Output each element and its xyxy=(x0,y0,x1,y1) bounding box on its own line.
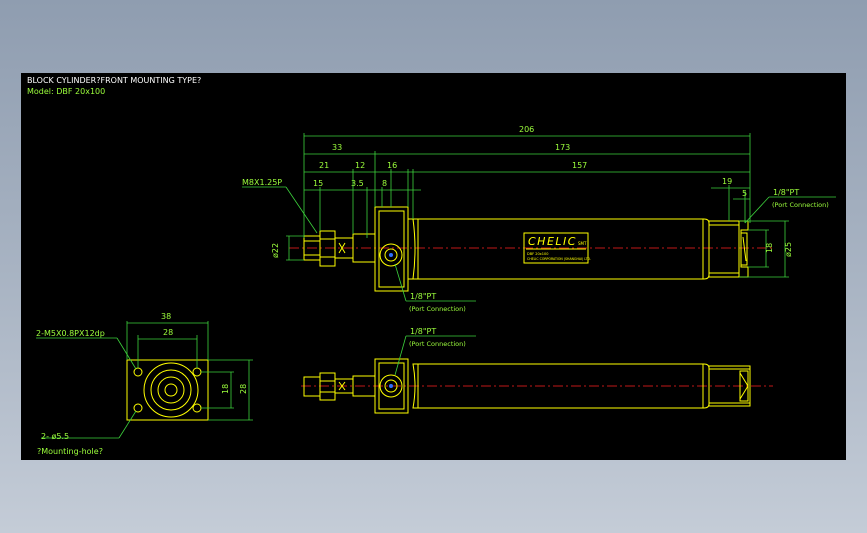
dim-21: 21 xyxy=(319,161,329,170)
port-callout-right-sub: (Port Connection) xyxy=(772,201,829,209)
dim-173: 173 xyxy=(555,143,570,152)
dim-206: 206 xyxy=(519,125,534,134)
cad-canvas[interactable]: BLOCK CYLINDER?FRONT MOUNTING TYPE? Mode… xyxy=(21,73,846,460)
rear-cap xyxy=(708,220,740,278)
front-block xyxy=(374,206,409,292)
drawing-svg: BLOCK CYLINDER?FRONT MOUNTING TYPE? Mode… xyxy=(27,76,836,456)
brand-name: CHELIC xyxy=(528,235,577,248)
cylinder-tube xyxy=(412,218,710,280)
port-callout-right: 1/8"PT xyxy=(773,188,799,197)
dim-3-5: 3.5 xyxy=(351,179,364,188)
port-callout-mid-sub: (Port Connection) xyxy=(409,305,466,313)
bottom-view: 1/8"PT (Port Connection) xyxy=(301,327,773,414)
dim-12: 12 xyxy=(355,161,365,170)
port-callout-bottom: 1/8"PT xyxy=(410,327,436,336)
brand-small: SMT xyxy=(578,241,587,246)
label-line1: DBF 20x100 xyxy=(527,252,548,256)
dim-5: 5 xyxy=(742,189,747,198)
tap-holes-callout: 2-M5X0.8PX12dp xyxy=(36,329,105,338)
dim-phi22: ø22 xyxy=(271,243,280,258)
top-dimensions: 206 33 173 21 12 16 157 15 3.5 8 xyxy=(242,125,836,313)
dim-8: 8 xyxy=(382,179,387,188)
dim-28-end: 28 xyxy=(239,384,248,394)
dim-18-end: 18 xyxy=(221,384,230,394)
port-bottom-view xyxy=(379,374,403,398)
port-top-view xyxy=(379,243,403,267)
thread-callout: M8X1.25P xyxy=(242,178,282,187)
dim-157: 157 xyxy=(572,161,587,170)
brand-label: CHELIC SMT DBF 20x100 CHELIC CORPORATION… xyxy=(523,232,591,264)
mount-hole-br xyxy=(192,403,202,413)
label-line2: CHELIC CORPORATION (SHANGHAI) LTD. xyxy=(527,257,591,261)
mount-holes-callout: 2- ø5.5 xyxy=(41,432,69,441)
drawing-title: BLOCK CYLINDER?FRONT MOUNTING TYPE? xyxy=(27,76,201,85)
dim-18-right: 18 xyxy=(765,243,774,253)
dim-19: 19 xyxy=(722,177,732,186)
mount-hole-bl xyxy=(133,403,143,413)
dim-15: 15 xyxy=(313,179,323,188)
dim-38: 38 xyxy=(161,312,171,321)
hex-nut xyxy=(319,230,336,267)
mount-hole-tr xyxy=(192,367,202,377)
front-block-bottom xyxy=(374,358,409,414)
mount-holes-callout-sub: ?Mounting-hole? xyxy=(37,447,103,456)
port-callout-mid: 1/8"PT xyxy=(410,292,436,301)
dim-phi25: ø25 xyxy=(784,242,793,257)
mount-hole-tl xyxy=(133,367,143,377)
rear-cap-bottom xyxy=(708,365,751,407)
end-block xyxy=(126,359,209,421)
model-label: Model: DBF 20x100 xyxy=(27,87,105,96)
end-view: 38 28 18 28 2-M5X0.8PX12dp xyxy=(36,312,253,456)
top-view: CHELIC SMT DBF 20x100 CHELIC CORPORATION… xyxy=(242,125,836,313)
end-boss xyxy=(143,362,199,418)
port-callout-bottom-sub: (Port Connection) xyxy=(409,340,466,348)
dim-28-top: 28 xyxy=(163,328,173,337)
dim-16: 16 xyxy=(387,161,397,170)
dim-33: 33 xyxy=(332,143,342,152)
